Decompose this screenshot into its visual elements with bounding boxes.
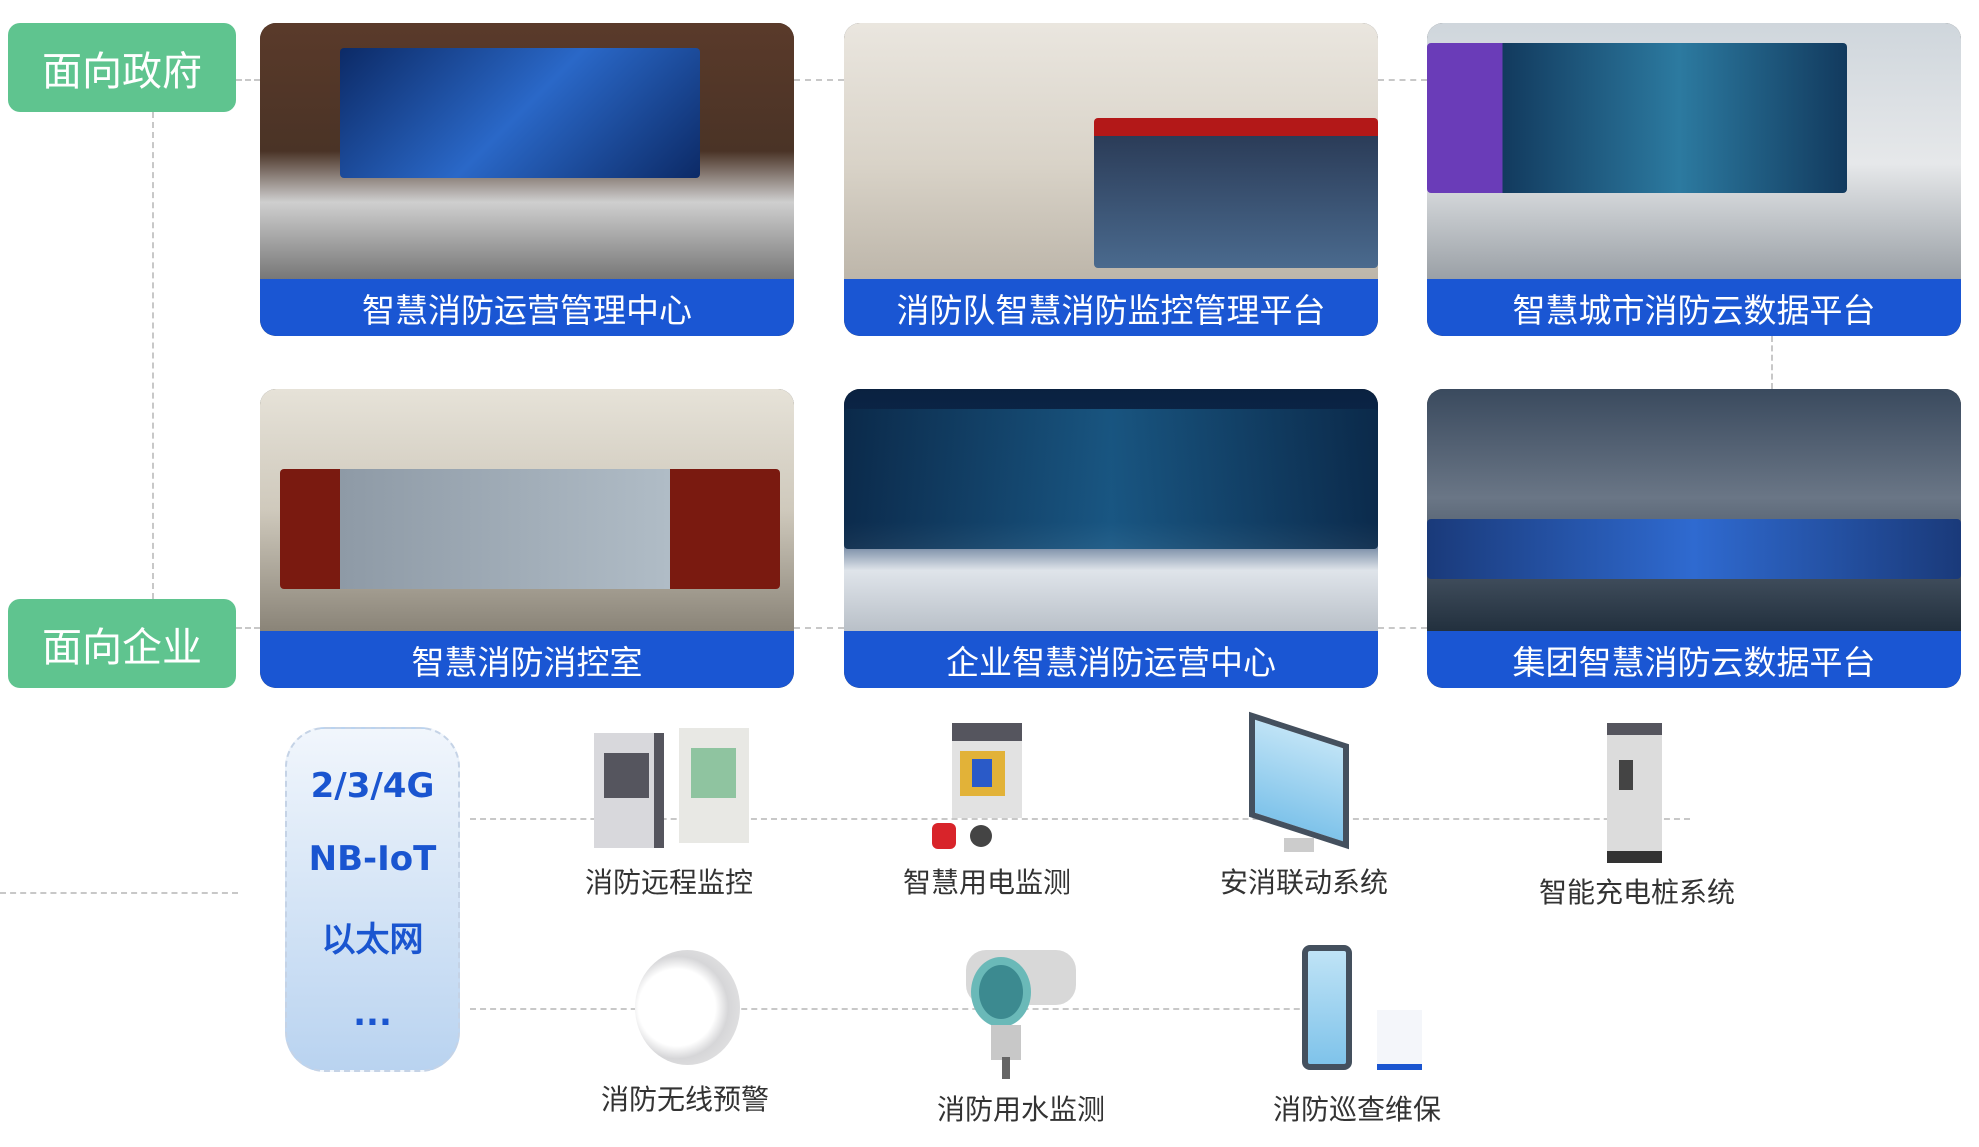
water-pressure-sensor-icon [956, 945, 1086, 1080]
connector [236, 627, 260, 629]
control-room-photo [1427, 23, 1961, 279]
platform-title: 智慧消防运营管理中心 [260, 279, 794, 336]
network-item: ... [353, 993, 392, 1034]
phone-patrol-icon [1282, 945, 1432, 1080]
platform-card[interactable]: 消防队智慧消防监控管理平台 [844, 23, 1378, 336]
platform-card[interactable]: 智慧城市消防云数据平台 [1427, 23, 1961, 336]
device-electric-monitor[interactable]: 智慧用电监测 [867, 723, 1107, 901]
platform-title: 智慧消防消控室 [260, 631, 794, 688]
connector [470, 1008, 1350, 1010]
connector [152, 112, 154, 599]
network-item: NB-IoT [308, 838, 437, 879]
connector [794, 627, 844, 629]
device-smoke-detector[interactable]: 消防无线预警 [565, 945, 805, 1118]
control-room-photo [844, 23, 1378, 279]
device-label: 安消联动系统 [1219, 866, 1388, 899]
computer-monitor-icon [1244, 711, 1364, 853]
device-label: 消防远程监控 [584, 866, 753, 899]
government-tag: 面向政府 [8, 23, 236, 112]
device-label: 智慧用电监测 [902, 866, 1071, 899]
platform-card[interactable]: 智慧消防运营管理中心 [260, 23, 794, 336]
smoke-detector-icon [625, 945, 745, 1070]
platform-title: 企业智慧消防运营中心 [844, 631, 1378, 688]
platform-title: 集团智慧消防云数据平台 [1427, 631, 1961, 688]
connector [0, 892, 238, 894]
control-room-photo [260, 389, 794, 631]
device-linkage-system[interactable]: 安消联动系统 [1184, 711, 1424, 901]
connector [1378, 627, 1427, 629]
device-patrol[interactable]: 消防巡查维保 [1237, 945, 1477, 1128]
charging-pile-icon [1597, 723, 1677, 863]
device-remote-monitor[interactable]: 消防远程监控 [549, 723, 789, 901]
connector [794, 79, 844, 81]
network-types: 2/3/4G NB-IoT 以太网 ... [285, 727, 460, 1072]
connector [1771, 336, 1773, 389]
connector [1378, 79, 1427, 81]
platform-title: 消防队智慧消防监控管理平台 [844, 279, 1378, 336]
platform-card[interactable]: 智慧消防消控室 [260, 389, 794, 688]
device-label: 消防用水监测 [936, 1093, 1105, 1126]
connector [236, 79, 260, 81]
device-water-monitor[interactable]: 消防用水监测 [901, 945, 1141, 1128]
device-label: 智能充电桩系统 [1538, 876, 1735, 909]
control-room-photo [260, 23, 794, 279]
electric-monitor-icon [912, 723, 1062, 853]
network-item: 以太网 [321, 919, 424, 960]
control-room-photo [1427, 389, 1961, 631]
enterprise-tag: 面向企业 [8, 599, 236, 688]
platform-card[interactable]: 集团智慧消防云数据平台 [1427, 389, 1961, 688]
device-label: 消防无线预警 [600, 1083, 769, 1116]
platform-title: 智慧城市消防云数据平台 [1427, 279, 1961, 336]
remote-monitor-icon [579, 723, 759, 853]
connector [470, 818, 1690, 820]
device-label: 消防巡查维保 [1272, 1093, 1441, 1126]
network-item: 2/3/4G [310, 765, 435, 806]
control-room-photo [844, 389, 1378, 631]
device-charging-pile[interactable]: 智能充电桩系统 [1517, 723, 1757, 911]
platform-card[interactable]: 企业智慧消防运营中心 [844, 389, 1378, 688]
